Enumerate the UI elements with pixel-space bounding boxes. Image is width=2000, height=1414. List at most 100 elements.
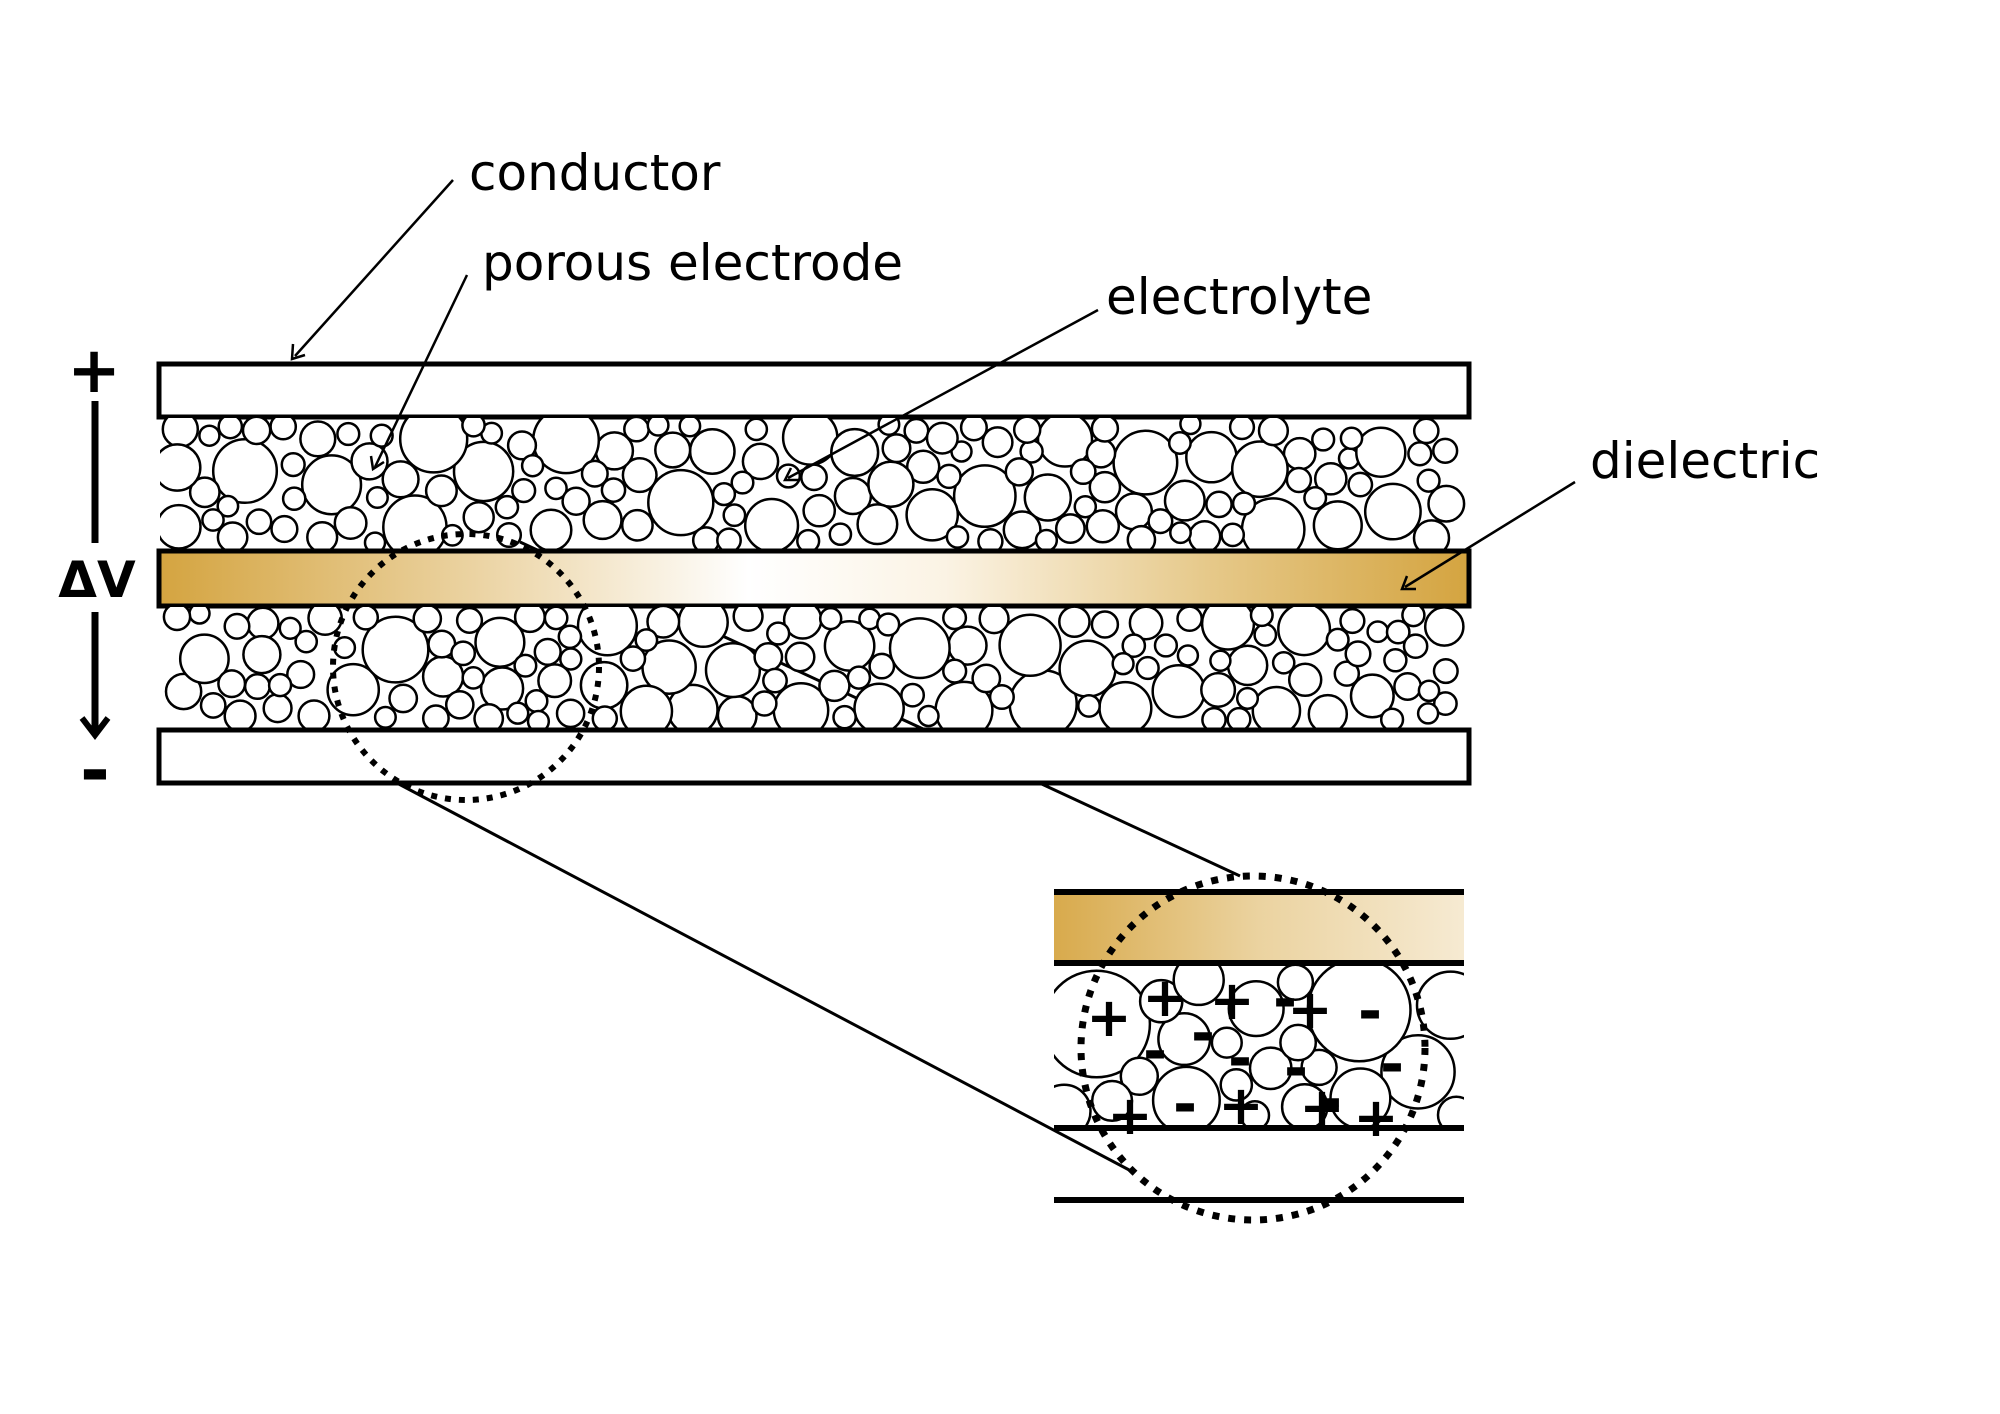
electrode-particle <box>796 528 821 549</box>
label-porous-electrode: porous electrode <box>482 234 903 292</box>
inset-particle <box>1219 1068 1254 1102</box>
electrode-particle <box>1147 508 1174 535</box>
electrode-particle <box>246 607 280 641</box>
electrode-particle <box>1416 468 1441 493</box>
inset-particle <box>1248 1046 1293 1091</box>
top-conductor-plate <box>156 361 1472 420</box>
electrode-particle <box>424 474 458 508</box>
electrode-particle <box>600 477 627 503</box>
electrode-particle <box>1135 655 1160 681</box>
electrode-particle <box>925 421 959 455</box>
electrode-particle <box>280 451 306 478</box>
voltage-label: ΔV <box>58 551 136 609</box>
negative-ion: - <box>1191 999 1215 1067</box>
electrode-particle <box>211 437 279 505</box>
negative-sign: - <box>80 728 110 812</box>
electrode-particle <box>1366 620 1390 644</box>
electrode-particle <box>888 617 951 680</box>
inset-particle <box>1138 978 1184 1024</box>
electrode-particle <box>977 527 1004 549</box>
electrode-particle <box>306 521 339 549</box>
electrode-particle <box>361 615 430 684</box>
electrode-particle <box>462 500 495 534</box>
electrode-particle <box>381 460 420 499</box>
electrode-particle <box>421 704 450 728</box>
electrode-particle <box>160 503 202 549</box>
electrode-particle <box>262 693 293 724</box>
inset-particle <box>1151 1065 1221 1128</box>
arrowhead-conductor <box>290 343 306 361</box>
electrode-particle <box>1277 607 1332 657</box>
electrode-particle <box>1176 644 1200 667</box>
electrode-particle <box>160 443 202 492</box>
positive-ion: + <box>1209 969 1254 1032</box>
electrode-particle <box>905 449 941 485</box>
electrode-particle <box>1251 685 1302 728</box>
electrode-particle <box>1347 471 1374 498</box>
electrode-particle <box>846 665 872 690</box>
electrode-particle <box>1385 619 1411 645</box>
negative-ion: - <box>1318 1065 1342 1133</box>
electrode-particle <box>1201 706 1227 728</box>
electrode-particle <box>1179 418 1202 436</box>
electrode-particle <box>242 634 282 675</box>
electrode-particle <box>832 704 857 728</box>
electrode-particle <box>646 418 670 437</box>
arrowhead-dielectric <box>1400 575 1416 591</box>
electrode-particle <box>1249 607 1274 628</box>
positive-ion: + <box>1107 1084 1152 1147</box>
electrode-particle <box>452 440 515 503</box>
electrode-particle <box>198 424 221 447</box>
electrode-particle <box>868 652 896 680</box>
inset-particle <box>1172 963 1225 1007</box>
inset-particle <box>1436 1095 1464 1128</box>
electrode-particle <box>711 481 737 507</box>
electrode-particle <box>620 508 654 542</box>
electrode-particle <box>561 486 591 516</box>
electrode-particle <box>1344 640 1372 668</box>
electrode-particle <box>1339 426 1364 451</box>
electrode-particle <box>688 428 736 475</box>
electrode-particle <box>580 459 609 488</box>
electrode-particle <box>1432 691 1458 717</box>
electrode-particle <box>1432 658 1459 685</box>
electrode-particle <box>1271 650 1296 675</box>
electrode-particle <box>1036 418 1094 468</box>
electrode-particle <box>856 503 899 546</box>
electrode-particle <box>1185 430 1238 484</box>
electrode-particle <box>1401 607 1426 628</box>
pointer-dielectric <box>1404 480 1576 589</box>
electrode-particle <box>201 508 225 532</box>
electrode-particle <box>1090 610 1120 639</box>
electrode-particle <box>412 607 443 634</box>
electrode-particle <box>766 621 791 646</box>
electrode-particle <box>1073 494 1098 519</box>
electrode-particle <box>867 460 915 508</box>
positive-ion: + <box>1299 1076 1344 1139</box>
electrode-particle <box>881 433 912 464</box>
positive-ion: + <box>1142 966 1187 1029</box>
electrode-particle <box>444 689 475 720</box>
electrode-particle <box>1423 607 1465 647</box>
electrode-particle <box>1058 639 1117 698</box>
electrode-particle <box>1034 528 1059 549</box>
electrode-particle <box>1287 662 1323 698</box>
dielectric-layer <box>156 548 1472 609</box>
inset-charges: +++---+---+-++--+ <box>1086 965 1404 1149</box>
electrode-particle <box>299 420 337 458</box>
electrode-particle <box>1023 473 1073 522</box>
electrode-particle <box>751 690 778 717</box>
electrode-particle <box>529 508 573 549</box>
electrode-particle <box>1226 644 1269 687</box>
electrode-particle <box>1058 607 1091 639</box>
electrode-particle <box>1126 524 1157 549</box>
electrode-particle <box>900 682 926 708</box>
electrode-particle <box>217 418 244 440</box>
electrode-particle <box>513 607 546 634</box>
electrode-particle <box>243 672 271 701</box>
electrode-particle <box>619 645 647 672</box>
electrode-particle <box>877 418 901 437</box>
electrode-particle <box>1128 607 1164 641</box>
pointer-electrolyte <box>787 308 1099 480</box>
inset-particle <box>1415 970 1464 1041</box>
